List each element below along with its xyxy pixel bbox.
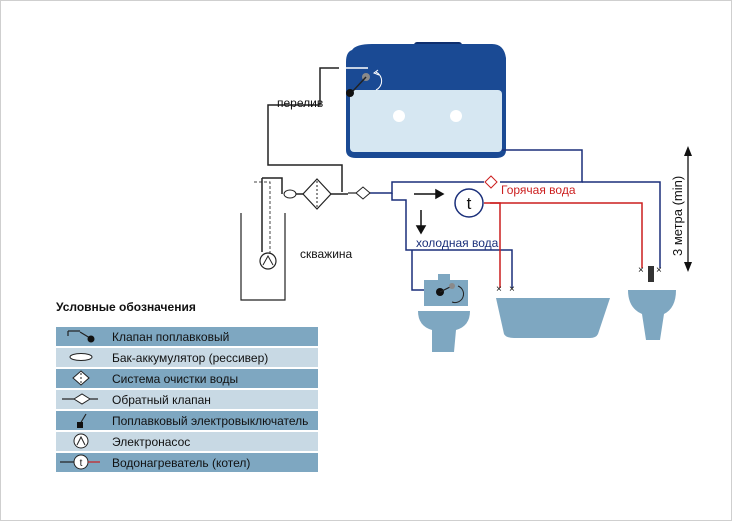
legend-label: Водонагреватель (котел) (112, 456, 250, 470)
filter-icon (296, 178, 348, 210)
legend-title: Условные обозначения (56, 300, 196, 314)
tap-mark: × (638, 265, 644, 276)
tank-port-right (450, 110, 462, 122)
bath-cold-pipe (500, 249, 513, 288)
bathtub: × × (496, 284, 610, 338)
legend-label: Электронасос (112, 435, 190, 449)
height-arrow (684, 146, 692, 272)
water-heater: t (454, 188, 484, 218)
tank-water (350, 90, 502, 152)
flow-arrows (414, 188, 445, 235)
legend-label: Система очистки воды (112, 372, 238, 386)
sink: × × (628, 265, 676, 340)
toilet-feed-pipe (411, 250, 428, 291)
tank-port-left (393, 110, 405, 122)
cold-main-pipe (391, 193, 500, 251)
legend-swatch (56, 411, 106, 430)
legend-label: Обратный клапан (112, 393, 211, 407)
legend: Условные обозначения (56, 300, 318, 472)
main-pipe-top (364, 181, 484, 194)
check-valve-legend-icon (62, 393, 98, 405)
legend-row (106, 411, 318, 430)
legend-row (106, 432, 318, 451)
tank-outlet-pipe (500, 149, 583, 183)
sink-hot-pipe (490, 202, 643, 268)
height-label: 3 метра (min) (670, 176, 685, 256)
receiver-icon (283, 189, 297, 199)
heater-legend-icon: t (60, 454, 100, 470)
sink-cold-pipe (582, 181, 661, 268)
float-valve-icon (67, 330, 95, 343)
legend-row (106, 390, 318, 409)
cold-water-label: холодная вода (416, 236, 499, 250)
legend-row (106, 327, 318, 346)
tank-float-valve (338, 67, 383, 97)
legend-row (106, 348, 318, 367)
svg-text:t: t (80, 458, 83, 469)
filter-legend-icon (72, 370, 90, 386)
legend-swatch (56, 327, 106, 346)
tap-mark: × (496, 284, 502, 295)
cold-pipes (267, 67, 583, 291)
pump-icon (259, 252, 277, 270)
hot-water-label: Горячая вода (501, 183, 576, 197)
toilet (418, 274, 470, 352)
pump-legend-icon (73, 433, 89, 449)
heater-symbol: t (467, 194, 472, 213)
storage-tank (346, 42, 506, 158)
tap-mark: × (656, 265, 662, 276)
legend-row (106, 453, 318, 472)
legend-row (106, 369, 318, 388)
well-label: скважина (300, 247, 353, 261)
overflow-label: перелив (277, 96, 323, 110)
main-check-valve (348, 186, 371, 200)
receiver-legend-icon (69, 353, 93, 361)
legend-label: Поплавковый электровыключатель (112, 414, 308, 428)
overflow-pipe (267, 67, 343, 192)
tap-mark: × (509, 284, 515, 295)
float-switch-legend-icon (77, 413, 87, 428)
legend-label: Клапан поплавковый (112, 330, 229, 344)
heater-check-valve (484, 175, 498, 189)
well (240, 177, 286, 301)
legend-label: Бак-аккумулятор (рессивер) (112, 351, 268, 365)
hot-pipes (484, 202, 643, 288)
